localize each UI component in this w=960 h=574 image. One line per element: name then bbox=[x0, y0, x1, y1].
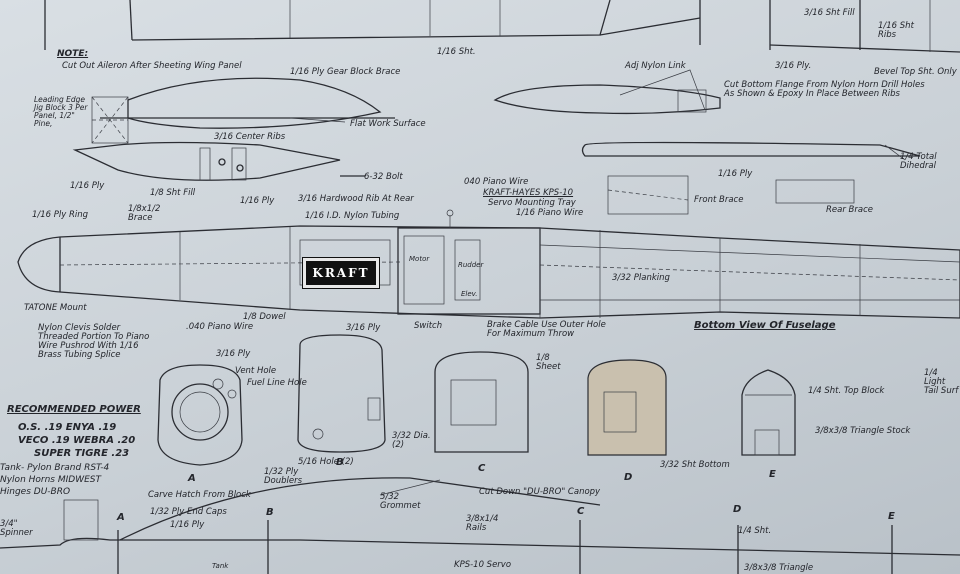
section-letter-c: C bbox=[478, 463, 486, 474]
section-letter-a2: A bbox=[117, 512, 125, 523]
label-ply-1-16-d: 1/16 Ply bbox=[170, 520, 205, 530]
bulkhead-b bbox=[297, 334, 386, 453]
label-bolt: 6-32 Bolt bbox=[364, 172, 403, 182]
power-line2: VECO .19 WEBRA .20 bbox=[18, 435, 136, 446]
label-piano-wire-040: 040 Piano Wire bbox=[464, 177, 529, 187]
label-adj-link: Adj Nylon Link bbox=[625, 61, 686, 71]
label-sht-1-16: 1/16 Sht. bbox=[437, 47, 476, 57]
label-bottom-view: Bottom View Of Fuselage bbox=[694, 320, 836, 331]
fuselage-side bbox=[17, 209, 960, 319]
label-sht-bottom: 3/32 Sht Bottom bbox=[660, 460, 730, 470]
label-sht-ribs: 1/16 Sht Ribs bbox=[878, 21, 914, 40]
label-sht-1-4: 1/4 Sht. bbox=[738, 526, 772, 536]
center-section-airfoil bbox=[72, 141, 365, 181]
label-light-tail: 1/4 Light Tail Surf bbox=[924, 368, 959, 396]
label-dihedral: 1/4 Total Dihedral bbox=[900, 152, 937, 171]
label-rear-brace: Rear Brace bbox=[826, 205, 873, 215]
label-hatch: Carve Hatch From Block bbox=[148, 490, 251, 500]
label-top-block: 1/4 Sht. Top Block bbox=[808, 386, 885, 396]
section-letter-e: E bbox=[769, 469, 776, 480]
power-line5: Nylon Horns MIDWEST bbox=[0, 475, 102, 485]
label-ply-1-16-b: 1/16 Ply bbox=[240, 196, 275, 206]
label-vent-hole: Vent Hole bbox=[235, 366, 277, 376]
label-piano-wire-040b: .040 Piano Wire bbox=[186, 322, 254, 332]
bulkhead-a bbox=[157, 364, 243, 466]
bulkhead-c bbox=[434, 351, 529, 453]
label-spinner: 3/4" Spinner bbox=[0, 519, 33, 538]
leading-edge-jig-label: Leading Edge Jig Block 3 Per Panel, 1/2"… bbox=[34, 95, 88, 128]
label-ply-3-16-b: 3/16 Ply bbox=[216, 349, 251, 359]
label-ply-1-16-c: 1/16 Ply bbox=[718, 169, 753, 179]
label-bevel: Bevel Top Sht. Only bbox=[874, 67, 957, 77]
label-sht-fill-1-8: 1/8 Sht Fill bbox=[150, 188, 196, 198]
label-sheet-1-8: 1/8 Sheet bbox=[536, 353, 561, 372]
section-letter-b: B bbox=[336, 457, 344, 468]
label-ply-1-16-a: 1/16 Ply bbox=[70, 181, 105, 191]
bulkhead-e bbox=[741, 369, 796, 456]
label-planking: 3/32 Planking bbox=[612, 273, 670, 283]
label-triangle: 3/8x3/8 Triangle Stock bbox=[815, 426, 911, 436]
label-ply-3-16: 3/16 Ply. bbox=[775, 61, 812, 71]
bulkhead-d bbox=[587, 359, 667, 456]
power-line6: Hinges DU-BRO bbox=[0, 487, 71, 497]
label-ply-3-16-a: 3/16 Ply bbox=[346, 323, 381, 333]
right-airfoil bbox=[493, 69, 721, 115]
lower-fuselage bbox=[0, 477, 960, 574]
label-ply-doublers: 1/32 Ply Doublers bbox=[264, 467, 303, 486]
power-line3: SUPER TIGRE .23 bbox=[34, 448, 130, 459]
section-letter-a: A bbox=[188, 473, 196, 484]
label-dowel: 1/8 Dowel bbox=[243, 312, 286, 322]
label-fuel-hole: Fuel Line Hole bbox=[247, 378, 307, 388]
label-kraft-hayes: KRAFT-HAYES KPS-10 bbox=[483, 188, 574, 198]
label-canopy: Cut Down "DU-BRO" Canopy bbox=[479, 487, 601, 497]
top-wing-structure bbox=[44, 0, 960, 53]
label-grommet: 5/32 Grommet bbox=[380, 492, 421, 511]
label-tank: Tank bbox=[212, 562, 229, 570]
label-nylon-tubing: 1/16 I.D. Nylon Tubing bbox=[305, 211, 400, 221]
label-motor: Motor bbox=[409, 255, 430, 263]
label-hardwood-rib: 3/16 Hardwood Rib At Rear bbox=[298, 194, 414, 204]
section-letter-b2: B bbox=[266, 507, 274, 518]
label-servo-tray: Servo Mounting Tray bbox=[488, 198, 576, 208]
label-front-brace: Front Brace bbox=[694, 195, 744, 205]
label-cut-bottom: Cut Bottom Flange From Nylon Horn Drill … bbox=[724, 80, 925, 99]
label-brace: 1/8x1/2 Brace bbox=[128, 204, 161, 223]
kraft-logo: KRAFT bbox=[302, 257, 380, 289]
label-hole-5-16: 5/16 Hole (2) bbox=[298, 457, 354, 467]
section-letter-d2: D bbox=[733, 504, 742, 515]
label-gear-block: 1/16 Ply Gear Block Brace bbox=[290, 67, 401, 77]
section-letter-d: D bbox=[624, 472, 633, 483]
label-elev: Elev. bbox=[461, 290, 478, 298]
label-center-ribs: 3/16 Center Ribs bbox=[214, 132, 286, 142]
section-letter-c2: C bbox=[577, 506, 585, 517]
label-brake-cable: Brake Cable Use Outer Hole For Maximum T… bbox=[487, 320, 606, 339]
label-kps-servo: KPS-10 Servo bbox=[454, 560, 512, 570]
label-piano-wire-1-16: 1/16 Piano Wire bbox=[516, 208, 584, 218]
label-clevis: Nylon Clevis Solder Threaded Portion To … bbox=[38, 323, 150, 360]
label-switch: Switch bbox=[414, 321, 443, 331]
note-text: Cut Out Aileron After Sheeting Wing Pane… bbox=[62, 61, 242, 71]
power-heading: RECOMMENDED POWER bbox=[7, 404, 141, 415]
label-ply-ring: 1/16 Ply Ring bbox=[32, 210, 89, 220]
label-rudder: Rudder bbox=[458, 261, 484, 269]
note-title: NOTE: bbox=[57, 49, 89, 59]
left-airfoil bbox=[91, 77, 395, 144]
dihedral-panel bbox=[581, 141, 921, 161]
label-triangle-b: 3/8x3/8 Triangle bbox=[744, 563, 814, 573]
label-tatone: TATONE Mount bbox=[24, 303, 87, 313]
label-flat-surface: Flat Work Surface bbox=[350, 119, 426, 129]
label-rails: 3/8x1/4 Rails bbox=[466, 514, 499, 533]
power-line4: Tank- Pylon Brand RST-4 bbox=[0, 463, 110, 473]
label-end-caps: 1/32 Ply End Caps bbox=[150, 507, 227, 517]
label-sheet-fill: 3/16 Sht Fill bbox=[804, 8, 855, 18]
braces bbox=[607, 175, 855, 215]
label-dia: 3/32 Dia. (2) bbox=[392, 431, 431, 450]
power-line1: O.S. .19 ENYA .19 bbox=[18, 422, 117, 433]
section-letter-e2: E bbox=[888, 511, 895, 522]
